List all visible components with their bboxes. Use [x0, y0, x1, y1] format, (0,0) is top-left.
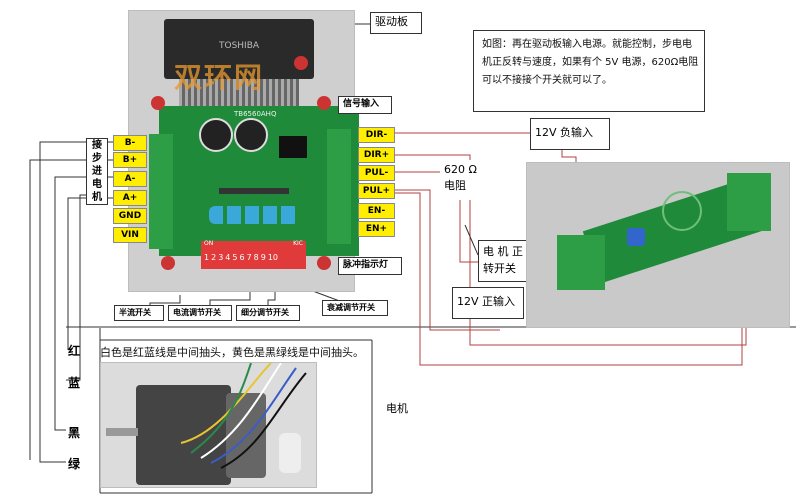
note-line-1: 如图：再在驱动板输入电源。就能控制，步电电 [482, 39, 692, 50]
callout-decay-adjust: 衰减调节开关 [322, 300, 388, 316]
terminal-label-pul-plus: PUL+ [358, 183, 395, 199]
diode [219, 188, 289, 194]
switch-terminal-right [727, 173, 771, 231]
dip-num: 3 [218, 253, 224, 262]
motor-body [136, 385, 231, 485]
wire-label-red: 红 [68, 344, 81, 358]
left-terminal-block [149, 134, 173, 249]
dip-num: 10 [267, 253, 279, 262]
dip-kic-label: KIC [293, 240, 303, 247]
callout-microstep-adjust: 细分调节开关 [236, 305, 300, 321]
side-label-stepper: 接 步 进 电 机 [86, 138, 108, 205]
dip-num: 6 [239, 253, 245, 262]
screw-icon [161, 256, 175, 270]
side-char: 电 [92, 179, 102, 190]
screw-icon [317, 256, 331, 270]
terminal-label-en-minus: EN- [358, 203, 395, 219]
pcb-board: TB6560AHQ [159, 106, 359, 256]
dip-num: 4 [225, 253, 231, 262]
side-char: 步 [92, 153, 102, 164]
blue-capacitors [209, 206, 299, 224]
note-box: 如图：再在驱动板输入电源。就能控制，步电电 机正反转与速度，如果有个 5V 电源… [473, 30, 705, 112]
dip-num: 7 [246, 253, 252, 262]
wire-label-black: 黑 [68, 426, 81, 440]
dip-number-row: 1 2 3 4 5 6 7 8 9 10 [204, 253, 278, 262]
terminal-label-a-plus: A+ [113, 190, 147, 206]
relay-circle [662, 191, 702, 231]
terminal-label-dir-minus: DIR- [358, 127, 395, 143]
dip-num: 8 [253, 253, 259, 262]
terminal-label-b-plus: B+ [113, 152, 147, 168]
callout-half-current: 半流开关 [114, 305, 164, 321]
dip-num: 1 [204, 253, 210, 262]
switch-board-photo [526, 162, 790, 328]
callout-drive-board: 驱动板 [370, 12, 422, 34]
motor-shaft [106, 428, 138, 436]
driver-board-photo: TOSHIBA 双环网 TB6560AHQ ON KIC 1 2 3 4 5 6… [128, 10, 359, 292]
potentiometer [627, 228, 645, 246]
wire-label-blue: 蓝 [68, 376, 81, 390]
terminal-label-pul-minus: PUL- [358, 165, 395, 181]
terminal-label-vin: VIN [113, 227, 147, 243]
side-char: 进 [92, 166, 102, 177]
screw-icon [294, 56, 308, 70]
board-model-text: TB6560AHQ [234, 110, 277, 118]
driver-chip: TOSHIBA [164, 19, 314, 79]
dip-num: 5 [232, 253, 238, 262]
terminal-label-dir-plus: DIR+ [358, 147, 395, 163]
callout-signal-input: 信号输入 [338, 96, 392, 114]
motor-pulley [279, 433, 301, 473]
callout-12v-positive: 12V 正输入 [452, 287, 524, 319]
screw-icon [151, 96, 165, 110]
callout-pulse-indicator: 脉冲指示灯 [338, 257, 402, 275]
dip-switch: ON KIC 1 2 3 4 5 6 7 8 9 10 [201, 240, 306, 269]
switch-terminal-left [557, 235, 605, 290]
callout-current-adjust: 电流调节开关 [168, 305, 232, 321]
capacitor-2 [234, 118, 268, 152]
callout-12v-negative: 12V 负输入 [530, 118, 610, 150]
motor-photo [100, 362, 317, 488]
motor-label: 电机 [386, 402, 408, 415]
watermark: 双环网 [174, 61, 265, 94]
dip-num: 9 [260, 253, 266, 262]
screw-icon [317, 96, 331, 110]
side-char: 接 [92, 140, 102, 151]
capacitor-1 [199, 118, 233, 152]
right-terminal-block [327, 129, 351, 244]
note-line-2: 机正反转与速度，如果有个 5V 电源，620Ω电阻 [482, 57, 699, 68]
terminal-label-b-minus: B- [113, 135, 147, 151]
side-char: 机 [92, 192, 102, 203]
ic-chip [279, 136, 307, 158]
terminal-label-en-plus: EN+ [358, 221, 395, 237]
dip-num: 2 [211, 253, 217, 262]
chip-pins [179, 79, 299, 109]
terminal-label-gnd: GND [113, 208, 147, 224]
dip-on-label: ON [204, 240, 214, 247]
motor-wires [180, 363, 307, 469]
motor-caption: 白色是红蓝线是中间抽头，黄色是黑绿线是中间抽头。 [100, 346, 364, 359]
note-line-3: 可以不接接个开关就可以了。 [482, 75, 612, 86]
callout-620-resistor: 620 Ω 电阻 [440, 160, 502, 200]
terminal-label-a-minus: A- [113, 171, 147, 187]
wire-label-green: 绿 [68, 457, 81, 471]
chip-label: TOSHIBA [219, 41, 260, 51]
